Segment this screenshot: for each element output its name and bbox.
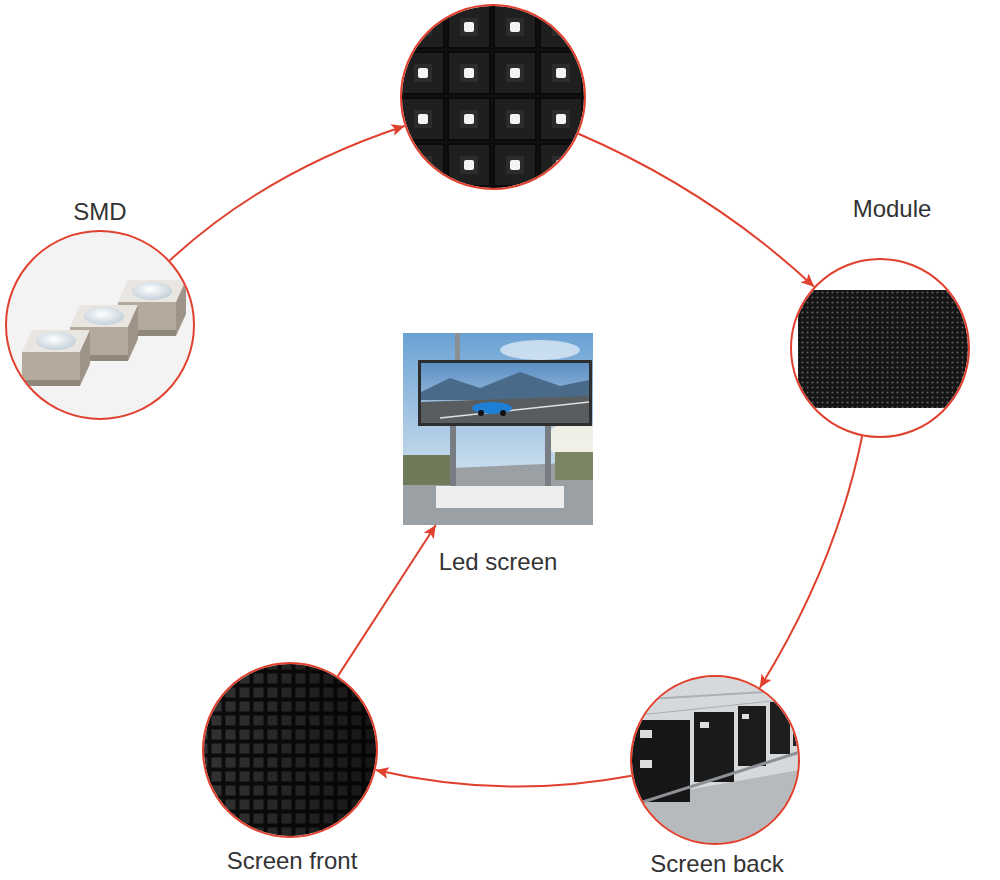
flow-arrow — [578, 134, 814, 287]
screen-back-photo — [630, 675, 805, 845]
led-closeup — [400, 4, 586, 190]
node-label: Screen back — [650, 850, 783, 878]
node-label: Screen front — [227, 847, 358, 875]
circle-node — [400, 4, 586, 190]
flow-arrow — [376, 770, 632, 787]
node-label: Led screen — [439, 548, 558, 576]
led-screen-photo — [403, 333, 593, 525]
screen-front-photo — [202, 662, 378, 838]
module-photo — [790, 258, 972, 438]
node-label: SMD — [73, 198, 126, 226]
flow-arrow — [760, 436, 862, 688]
flow-arrow — [338, 525, 436, 676]
flow-arrow — [170, 126, 405, 261]
circle-node: Module — [790, 258, 970, 438]
smd-leds — [5, 230, 195, 420]
circle-node: Screen front — [202, 662, 378, 838]
circle-node: Screen back — [630, 675, 800, 845]
circle-node: SMD — [5, 230, 195, 420]
image-node: Led screen — [403, 333, 593, 525]
node-label: Module — [853, 195, 932, 223]
